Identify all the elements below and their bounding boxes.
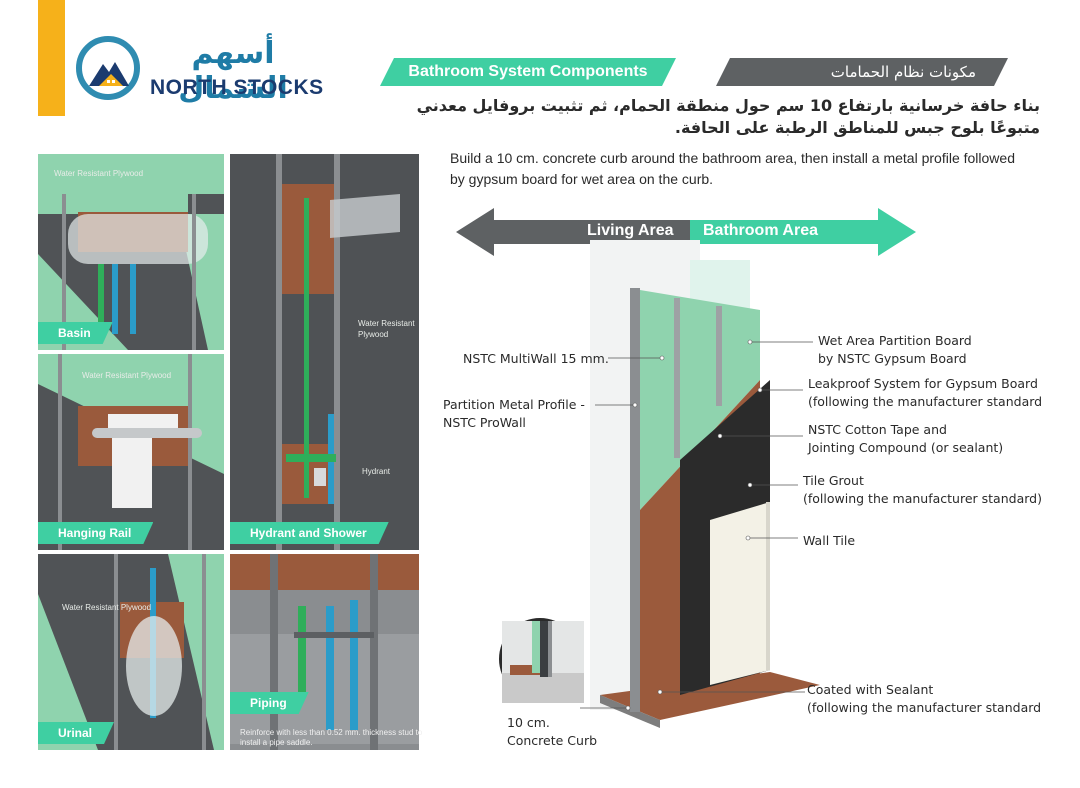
panel-basin: Water Resistant Plywood Basin bbox=[38, 154, 224, 350]
panel-hanging-rail: Water Resistant Plywood Hanging Rail bbox=[38, 354, 224, 550]
basin-illustration bbox=[38, 154, 224, 350]
callout-wet-board-line1: Wet Area Partition Board bbox=[818, 333, 972, 348]
panel-piping: Piping Reinforce with less than 0.52 mm.… bbox=[230, 554, 422, 750]
callout-wet-board-line2: by NSTC Gypsum Board bbox=[818, 351, 967, 366]
hydrant-shower-illustration bbox=[230, 154, 419, 550]
wall-section-diagram bbox=[580, 240, 820, 728]
piping-illustration bbox=[230, 554, 419, 750]
callout-wall-tile: Wall Tile bbox=[803, 533, 856, 548]
wet-area-board bbox=[640, 290, 760, 510]
metal-stud-front bbox=[630, 288, 640, 712]
living-area-label: Living Area bbox=[587, 222, 674, 239]
hydrant-note: Hydrant bbox=[362, 467, 391, 476]
description-en: Build a 10 cm. concrete curb around the … bbox=[450, 150, 1015, 187]
mountain-house-icon bbox=[89, 62, 129, 86]
basin-note: Water Resistant Plywood bbox=[54, 169, 144, 178]
brand-name-en: NORTH STOCKS bbox=[150, 76, 324, 99]
hydrant-shower-note: Water Resistant Plywood bbox=[358, 319, 415, 339]
section-title-ar: مكونات نظام الحمامات bbox=[716, 58, 1008, 86]
urinal-illustration bbox=[38, 554, 224, 750]
callout-multiwall: NSTC MultiWall 15 mm. bbox=[463, 351, 609, 366]
metal-stud-mid bbox=[674, 298, 680, 458]
callout-leakproof-line1: Leakproof System for Gypsum Board bbox=[808, 376, 1038, 391]
urinal-note: Water Resistant Plywood bbox=[62, 603, 152, 612]
callout-grout-line1: Tile Grout bbox=[803, 473, 864, 488]
tile-edge bbox=[766, 502, 770, 670]
wall-tile bbox=[710, 502, 770, 685]
callout-sealant-line2: (following the manufacturer standard bbox=[807, 700, 1042, 715]
urinal-label: Urinal bbox=[38, 722, 114, 744]
section-title-en: Bathroom System Components bbox=[380, 58, 676, 86]
piping-label: Piping bbox=[230, 692, 309, 714]
callout-curb-line2: Concrete Curb bbox=[507, 733, 598, 748]
hanging-rail-illustration bbox=[38, 354, 224, 550]
concrete-curb bbox=[600, 672, 820, 720]
curb-detail-inset bbox=[499, 618, 584, 703]
callout-profile-line2: NSTC ProWall bbox=[443, 415, 526, 430]
callout-dots bbox=[625, 339, 763, 711]
logo-mark bbox=[76, 36, 140, 100]
callout-leakproof-line2: (following the manufacturer standard bbox=[808, 394, 1043, 409]
section-title-ar-text: مكونات نظام الحمامات bbox=[830, 63, 976, 81]
piping-note: Reinforce with less than 0.52 mm. thickn… bbox=[240, 728, 423, 747]
metal-stud-back bbox=[716, 306, 722, 406]
hanging-rail-note: Water Resistant Plywood bbox=[82, 371, 172, 380]
callout-tape-line2: Jointing Compound (or sealant) bbox=[808, 440, 1004, 455]
callout-tape-line1: NSTC Cotton Tape and bbox=[808, 422, 947, 437]
callout-sealant-line1: Coated with Sealant bbox=[807, 682, 934, 697]
curb-detail-illustration bbox=[502, 621, 584, 703]
callout-leaders bbox=[580, 341, 813, 709]
panel-urinal: Water Resistant Plywood Urinal bbox=[38, 554, 224, 750]
panel-hydrant-shower: Water Resistant Plywood Hydrant Hydrant … bbox=[230, 154, 419, 550]
description-ar: بناء حافة خرسانية بارتفاع 10 سم حول منطق… bbox=[416, 96, 1040, 137]
callout-profile-line1: Partition Metal Profile - bbox=[443, 397, 585, 412]
callout-curb-line1: 10 cm. bbox=[507, 715, 550, 730]
brand-logo: أسهم الشمال NORTH STOCKS bbox=[76, 36, 336, 106]
brand-name-ar: أسهم الشمال bbox=[178, 36, 288, 106]
section-title-en-text: Bathroom System Components bbox=[408, 63, 648, 80]
accent-bar bbox=[38, 0, 65, 116]
basin-label: Basin bbox=[38, 322, 113, 344]
bathroom-area-label: Bathroom Area bbox=[703, 222, 818, 239]
hanging-rail-label: Hanging Rail bbox=[38, 522, 153, 544]
hydrant-shower-label: Hydrant and Shower bbox=[230, 522, 389, 544]
callout-grout-line2: (following the manufacturer standard) bbox=[803, 491, 1042, 506]
